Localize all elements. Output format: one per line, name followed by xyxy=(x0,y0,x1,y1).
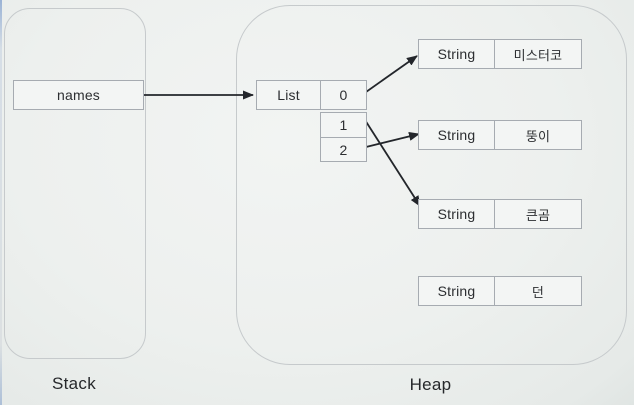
string-value: 던 xyxy=(494,277,581,305)
list-cell-0: 0 xyxy=(320,81,366,109)
list-type-label: List xyxy=(277,87,300,103)
string-value: 큰곰 xyxy=(494,200,581,228)
string-type-label: String xyxy=(437,127,476,143)
stack-region-label: Stack xyxy=(51,374,97,393)
screen-edge-artifact xyxy=(0,0,2,405)
string-object-1: String 미스터코 xyxy=(418,39,582,69)
string-type-label: String xyxy=(437,206,476,222)
string-object-3: String 큰곰 xyxy=(418,199,582,229)
string-object-2: String 뚱이 xyxy=(418,120,582,150)
variable-name-label: names xyxy=(56,87,101,103)
list-cells-1-2: 1 2 xyxy=(320,112,367,162)
string-value: 미스터코 xyxy=(494,40,581,68)
heap-region xyxy=(236,5,627,365)
list-cell-1: 1 xyxy=(339,117,348,133)
stack-region xyxy=(4,8,146,359)
variable-box-names: names xyxy=(13,80,144,110)
heap-region-label: Heap xyxy=(409,375,452,394)
string-value: 뚱이 xyxy=(494,121,581,149)
list-object-box: List 0 xyxy=(256,80,367,110)
string-type-label: String xyxy=(437,46,476,62)
string-object-4: String 던 xyxy=(418,276,582,306)
list-cell-2: 2 xyxy=(321,137,366,161)
string-type-label: String xyxy=(437,283,476,299)
